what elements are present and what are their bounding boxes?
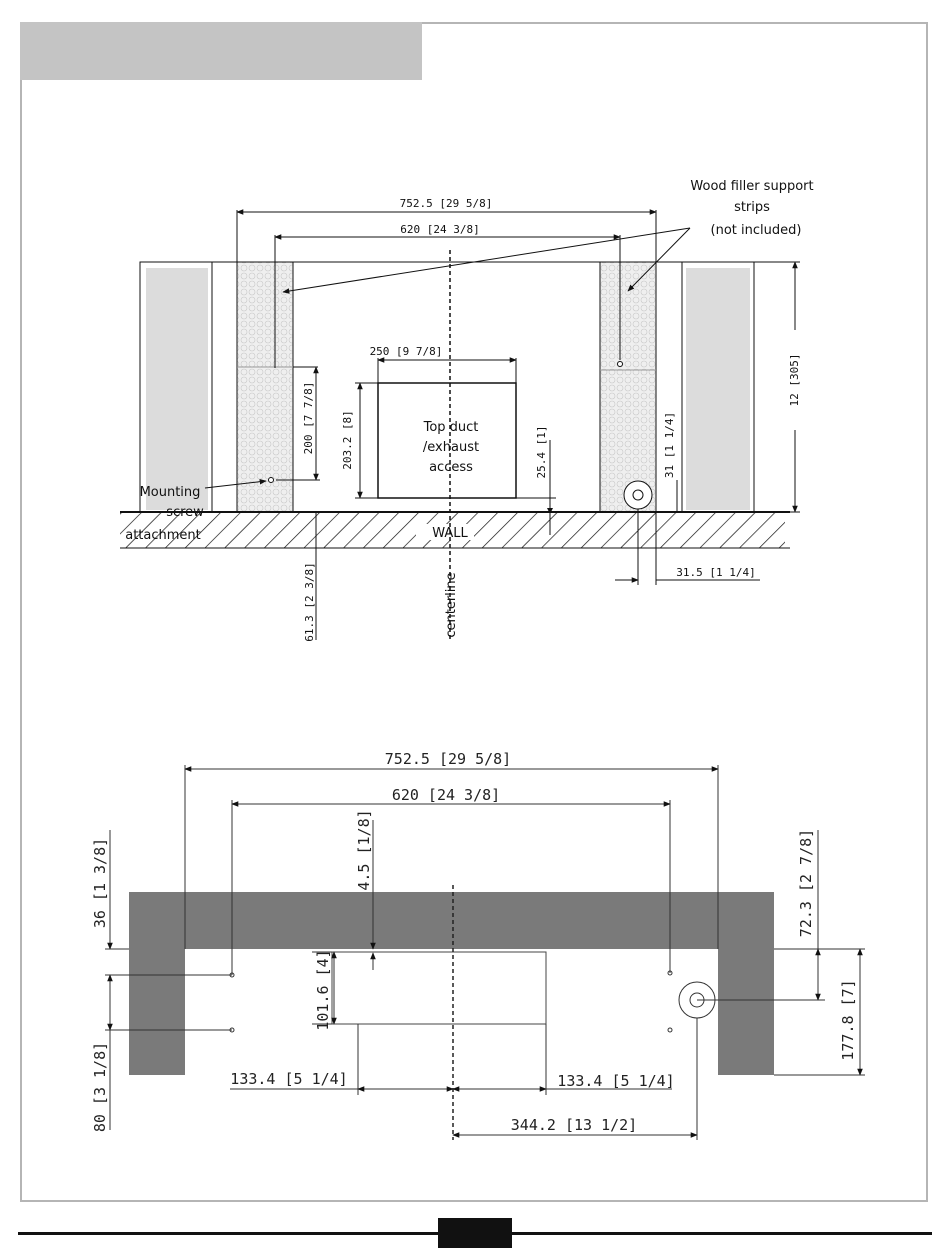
dim-31-text: 31 [1 1/4]: [663, 412, 676, 478]
page-frame: [20, 22, 928, 1202]
dim-752-text: 752.5 [29 5/8]: [400, 197, 493, 210]
dim-200-text: 200 [7 7/8]: [302, 382, 315, 455]
wood-arrow-right: [627, 227, 691, 292]
bottom-diagram: 752.5 [29 5/8] 620 [24 3/8] 4.5 [1/8] 36…: [91, 750, 865, 1140]
dim-4-5-text: 4.5 [1/8]: [355, 809, 373, 890]
centerline-label: centerline: [444, 572, 459, 637]
dim-61-text: 61.3 [2 3/8]: [303, 562, 316, 641]
left-leg-shape: [129, 949, 185, 1075]
top-bar-shape: [129, 892, 774, 949]
dim-101-text: 101.6 [4]: [314, 949, 332, 1030]
dim-133l-text: 133.4 [5 1/4]: [230, 1070, 347, 1088]
dim-250-text: 250 [9 7/8]: [370, 345, 443, 358]
dim-72-text: 72.3 [2 7/8]: [797, 829, 815, 937]
right-leg-shape: [718, 949, 774, 1075]
wood-arrow-left: [282, 227, 691, 294]
dim-203-text: 203.2 [8]: [341, 410, 354, 470]
dim-80-text: 80 [3 1/8]: [91, 1042, 109, 1132]
dim-177-text: 177.8 [7]: [839, 979, 857, 1060]
opening-rect: [331, 951, 547, 1025]
footer-page-tab: [438, 1218, 512, 1248]
pipe-inner: [632, 489, 644, 501]
dim-133r-text: 133.4 [5 1/4]: [557, 1072, 674, 1090]
duct-label-line1: Top duct: [423, 420, 479, 435]
dim-31-5-text: 31.5 [1 1/4]: [676, 566, 755, 579]
wall-label: WALL: [432, 526, 468, 541]
left-wood-strip: [236, 261, 294, 513]
header-bar: [20, 22, 422, 80]
duct-label-line2: /exhaust: [423, 440, 479, 455]
left-outer-panel-fill: [146, 268, 208, 510]
dim-25-text: 25.4 [1]: [535, 426, 548, 479]
dim-36-text: 36 [1 3/8]: [91, 838, 109, 928]
wall-label-bg: [416, 524, 474, 540]
dim-620-text: 620 [24 3/8]: [400, 223, 479, 236]
dim-344-text: 344.2 [13 1/2]: [511, 1116, 637, 1134]
top-diagram: Wood filler support strips (not included…: [120, 179, 814, 642]
duct-box: [377, 382, 517, 499]
right-outer-panel-fill: [686, 268, 750, 510]
right-wood-strip: [599, 261, 657, 513]
wood-label-line2: strips: [734, 200, 770, 215]
mounting-label-line3: attachment: [125, 528, 201, 543]
screw-mark-left: [268, 477, 274, 483]
mounting-label-line2: screw: [166, 505, 204, 520]
dim-25-arrow: [547, 508, 553, 514]
dim-620b-text: 620 [24 3/8]: [392, 786, 500, 804]
wood-label-line3: (not included): [711, 223, 802, 238]
mounting-arrow: [204, 478, 267, 489]
hole-bottom-right: [667, 1027, 673, 1033]
screw-mark-right: [617, 361, 623, 367]
wood-label-line1: Wood filler support: [690, 179, 813, 194]
duct-label-line3: access: [429, 460, 473, 475]
mounting-label-line1: Mounting: [140, 485, 201, 500]
dim-305-text: 12 [305]: [788, 354, 801, 407]
dim-752b-text: 752.5 [29 5/8]: [385, 750, 511, 768]
